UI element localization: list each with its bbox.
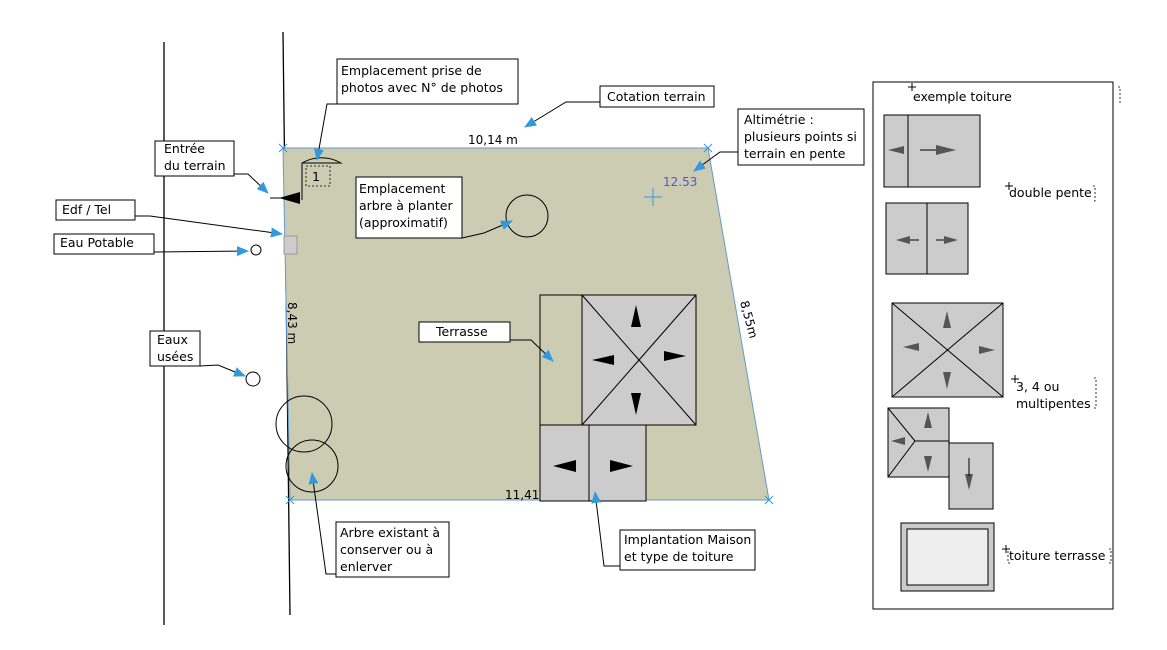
callout-edf: Edf / Tel (55, 199, 136, 221)
legend-four-pitch (891, 302, 1004, 398)
legend-flat-roof (900, 522, 995, 592)
callout-eaux-usees: Eaux usées (149, 330, 201, 367)
terrain-corner-markers (278, 143, 774, 505)
terrace-area (539, 294, 586, 426)
svg-text:usées: usées (157, 349, 193, 364)
legend-flat-label: toiture terrasse (1009, 548, 1106, 563)
callout-planter: Emplacement arbre à planter (approximati… (355, 176, 463, 239)
svg-text:(approximatif): (approximatif) (359, 215, 448, 230)
existing-tree-icon (275, 395, 333, 453)
callout-implantation: Implantation Maison et type de toiture (619, 529, 756, 571)
callout-altimetrie: Altimétrie : plusieurs points si terrain… (737, 108, 865, 166)
entrance-arrow-icon (279, 192, 300, 204)
svg-text:Edf / Tel: Edf / Tel (62, 202, 111, 217)
altitude-value: 12.53 (663, 175, 697, 189)
svg-text:Terrasse: Terrasse (435, 324, 488, 339)
svg-text:plusieurs points si: plusieurs points si (744, 129, 857, 144)
svg-text:Emplacement prise de: Emplacement prise de (341, 63, 482, 78)
svg-text:conserver ou à: conserver ou à (340, 542, 433, 557)
svg-text:Entrée: Entrée (164, 141, 205, 156)
svg-text:photos avec N° de photos: photos avec N° de photos (341, 80, 503, 95)
tree-to-plant-icon (505, 194, 549, 238)
callout-photos: Emplacement prise de photos avec N° de p… (336, 58, 519, 105)
legend-double-pitch-a (883, 114, 981, 188)
legend-multi-pitch (887, 407, 994, 510)
dimension-left: 8,43 m (285, 302, 299, 344)
legend-double-label: double pente (1009, 185, 1092, 200)
svg-text:Implantation Maison: Implantation Maison (624, 532, 751, 547)
legend-multi-label-2: multipentes (1016, 396, 1091, 411)
callout-entree: Entrée du terrain (154, 140, 235, 177)
legend-double-pitch-b (885, 202, 969, 275)
leader-lines (135, 101, 738, 575)
svg-text:Emplacement: Emplacement (359, 181, 445, 196)
svg-text:Eaux: Eaux (157, 332, 188, 347)
svg-text:arbre à planter: arbre à planter (359, 198, 453, 213)
existing-tree-icon (285, 439, 339, 493)
legend-title: exemple toiture (913, 89, 1012, 104)
dimension-top: 10,14 m (468, 133, 518, 147)
altitude-point-marker (644, 188, 662, 206)
svg-text:du terrain: du terrain (164, 158, 226, 173)
callout-arbre-existant: Arbre existant à conserver ou à enlerver (335, 521, 450, 578)
svg-text:Altimétrie :: Altimétrie : (744, 112, 814, 127)
svg-text:enlerver: enlerver (340, 559, 393, 574)
water-meter-icon (250, 244, 262, 256)
svg-text:Cotation terrain: Cotation terrain (607, 89, 706, 104)
wastewater-icon (245, 371, 261, 387)
edf-box-icon (283, 235, 298, 255)
svg-text:Eau Potable: Eau Potable (60, 235, 134, 250)
legend-multi-label-1: 3, 4 ou (1016, 379, 1059, 394)
callout-eau-potable: Eau Potable (53, 233, 155, 255)
house-roof-double-pitch (539, 424, 647, 502)
svg-text:et type de toiture: et type de toiture (624, 549, 734, 564)
photo-number: 1 (312, 169, 320, 184)
house-roof-four-pitch (581, 294, 697, 426)
svg-text:Arbre existant à: Arbre existant à (340, 525, 440, 540)
callout-terrasse: Terrasse (418, 321, 511, 343)
callout-cotation: Cotation terrain (599, 85, 715, 108)
svg-text:terrain en pente: terrain en pente (744, 146, 846, 161)
